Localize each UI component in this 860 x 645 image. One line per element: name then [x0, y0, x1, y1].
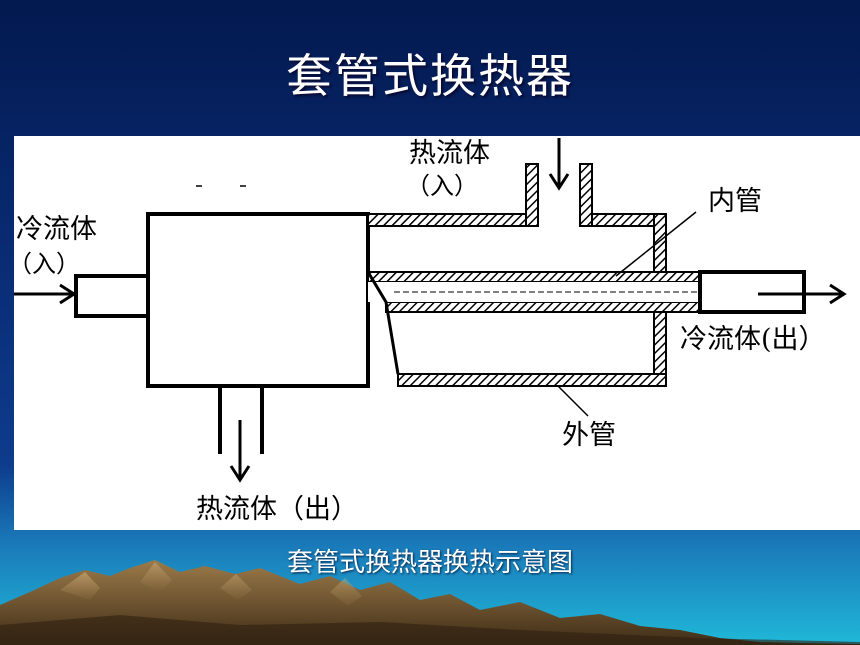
hot-fluid-in-label: 热流体: [409, 138, 490, 169]
mountain-background: [0, 560, 860, 645]
inner-tube-leader: [615, 211, 697, 277]
hot-fluid-out-label: 热流体（出）: [196, 494, 358, 525]
cold-outlet-pipe: [698, 270, 806, 314]
hot-inlet-nozzle-left: [525, 163, 539, 227]
hot-fluid-in-sub-label: （入）: [406, 172, 478, 200]
diagram-svg: 热流体 （入） 内管 冷流体 （入） 冷流体(出） 外管 热流体（出）: [8, 138, 847, 525]
outer-tube-top-wall: [367, 213, 529, 227]
inner-tube-label: 内管: [708, 186, 762, 217]
cold-out-arrow: [758, 283, 847, 305]
inner-tube-bottom-wall: [385, 301, 701, 313]
slide-title: 套管式换热器: [286, 49, 574, 103]
cold-fluid-in-sub-label: （入）: [14, 250, 80, 278]
cold-in-arrow: [14, 283, 77, 305]
cold-fluid-out-label: 冷流体(出）: [680, 324, 826, 355]
left-header-box: [146, 212, 370, 388]
outer-tube-label: 外管: [562, 420, 616, 451]
inner-tube-top-wall: [367, 271, 701, 283]
cold-fluid-in-label: 冷流体: [16, 214, 97, 245]
outer-tube-leader: [557, 385, 589, 417]
cold-inlet-pipe: [74, 274, 150, 318]
header-seam-line: [366, 271, 400, 375]
outer-tube-bottom-wall: [397, 373, 667, 387]
hot-out-arrow: [229, 420, 251, 483]
hot-inlet-nozzle-right: [579, 163, 593, 227]
hot-in-arrow: [548, 138, 570, 191]
heat-exchanger-diagram: 热流体 （入） 内管 冷流体 （入） 冷流体(出） 外管 热流体（出）: [8, 136, 860, 530]
diagram-caption: 套管式换热器换热示意图: [286, 548, 573, 578]
